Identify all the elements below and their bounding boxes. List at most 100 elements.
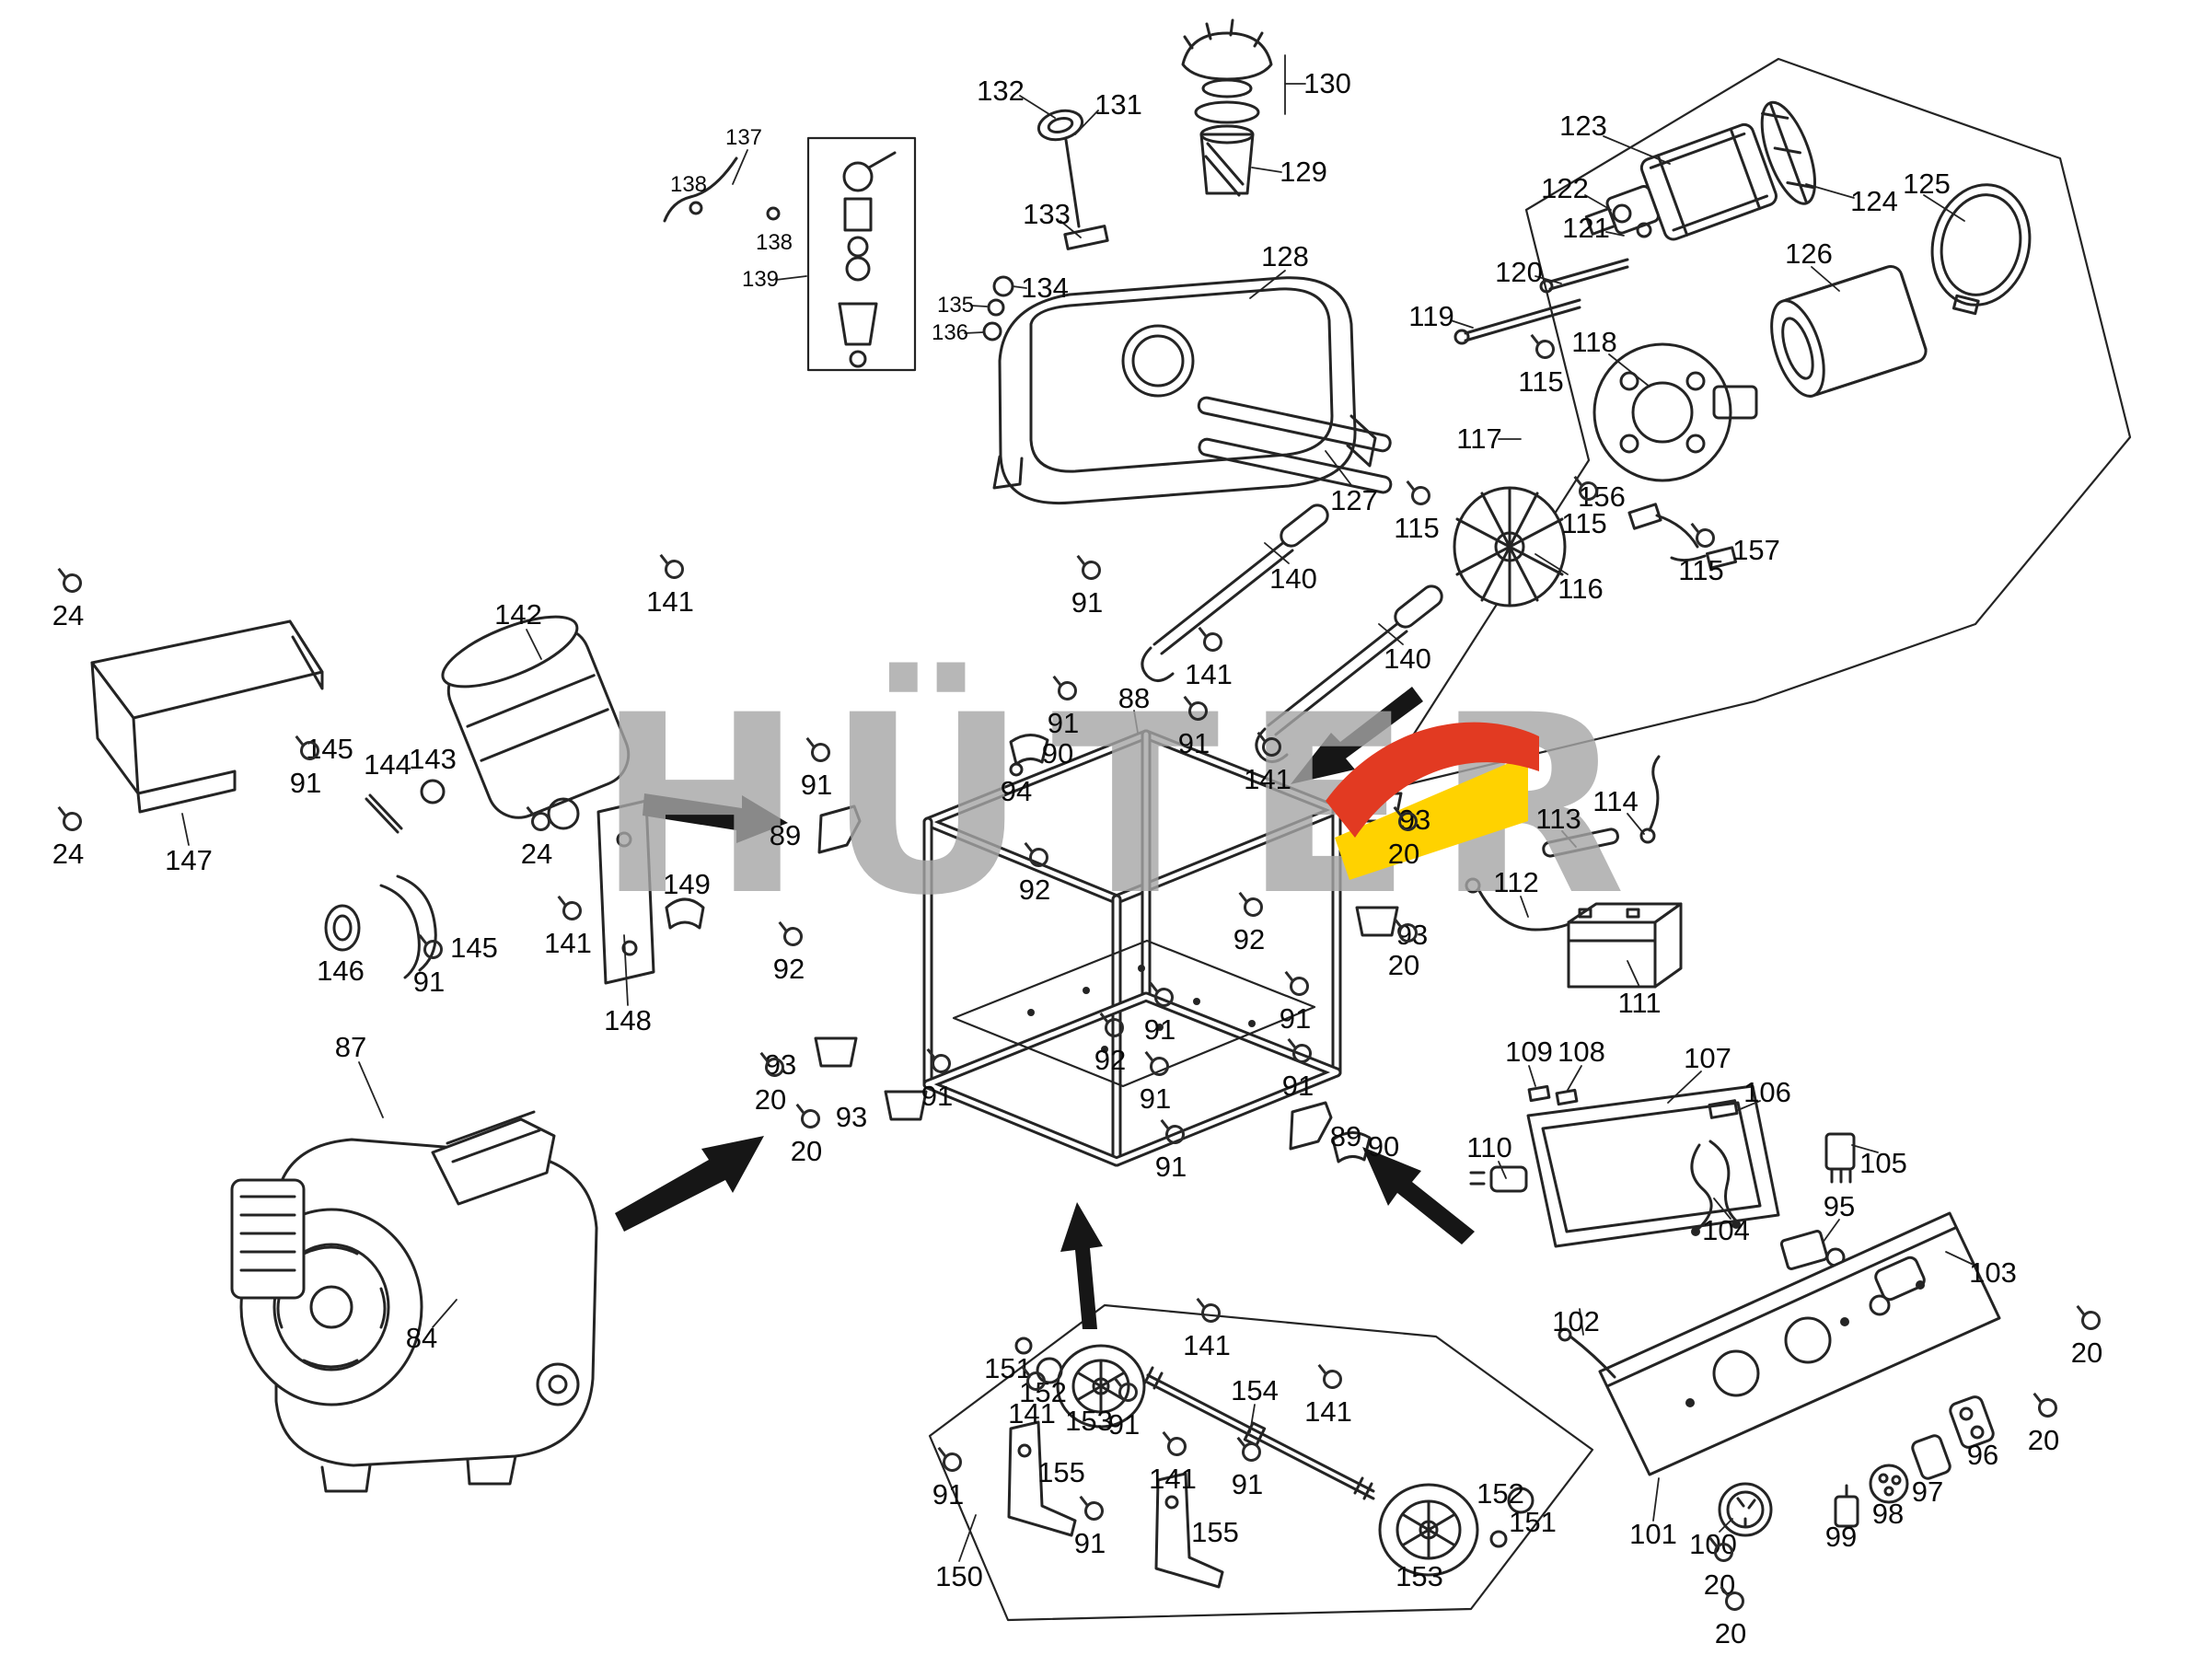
fuel-hose-drawing	[663, 156, 781, 223]
part-label-125: 125	[1903, 168, 1951, 200]
part-label-141: 141	[1008, 1397, 1056, 1429]
brand-logo-swoosh	[1326, 722, 1539, 880]
rear-cover-drawing	[1592, 342, 1758, 482]
part-label-145: 145	[450, 932, 498, 964]
part-label-106: 106	[1743, 1076, 1791, 1108]
part-label-142: 142	[494, 598, 542, 631]
fastener-icon	[1161, 1120, 1189, 1149]
part-label-141: 141	[544, 927, 592, 959]
part-label-91: 91	[800, 769, 833, 801]
part-label-92: 92	[1233, 923, 1266, 955]
fastener-icon	[1288, 1039, 1316, 1068]
part-label-91: 91	[932, 1478, 965, 1510]
fastener-icon	[1053, 677, 1082, 705]
fuel-gauge-drawing	[982, 109, 1109, 341]
charge-wires-drawing	[1627, 503, 1738, 570]
muffler-drawing	[441, 615, 631, 830]
part-label-87: 87	[334, 1031, 367, 1063]
part-label-141: 141	[1185, 658, 1233, 690]
part-label-24: 24	[52, 838, 85, 870]
part-label-107: 107	[1684, 1042, 1731, 1074]
fastener-icon	[1318, 1365, 1347, 1394]
part-label-96: 96	[1966, 1439, 1999, 1471]
muffler-bracket-drawing	[596, 799, 705, 985]
fastener-icon	[938, 1448, 967, 1476]
stator-drawing	[1770, 265, 1928, 398]
part-label-97: 97	[1911, 1476, 1944, 1508]
fastener-icon	[1239, 893, 1268, 921]
part-label-91: 91	[1154, 1151, 1187, 1183]
part-label-90: 90	[1041, 737, 1074, 770]
part-label-151: 151	[1509, 1506, 1557, 1538]
part-label-91: 91	[1177, 727, 1210, 759]
part-label-146: 146	[317, 955, 365, 987]
part-label-114: 114	[1592, 785, 1639, 817]
part-label-93: 93	[835, 1101, 868, 1133]
part-label-135: 135	[936, 293, 975, 318]
part-label-91: 91	[412, 966, 446, 998]
part-label-115: 115	[1678, 554, 1724, 586]
part-label-20: 20	[754, 1083, 787, 1116]
fastener-icon	[796, 1105, 825, 1133]
part-label-120: 120	[1495, 256, 1543, 288]
part-label-20: 20	[2027, 1424, 2060, 1456]
fastener-icon	[660, 555, 689, 584]
fastener-icon	[1531, 335, 1559, 364]
part-label-141: 141	[646, 585, 694, 618]
fastener-icon	[527, 807, 555, 836]
part-label-126: 126	[1785, 237, 1833, 270]
part-label-141: 141	[1183, 1329, 1231, 1361]
fastener-icon	[1163, 1432, 1191, 1461]
fan-drawing	[1453, 486, 1567, 608]
part-label-115: 115	[1561, 507, 1607, 539]
part-label-92: 92	[1018, 874, 1051, 906]
battery-drawing	[1567, 902, 1683, 989]
panel-wire-drawing	[1558, 1327, 1616, 1379]
part-label-148: 148	[604, 1004, 652, 1036]
part-label-155: 155	[1191, 1516, 1239, 1548]
fastener-icon	[1184, 697, 1212, 725]
part-label-110: 110	[1466, 1131, 1512, 1163]
fastener-icon	[58, 807, 87, 836]
part-label-143: 143	[409, 743, 457, 775]
fastener-icon	[779, 922, 807, 951]
fastener-icon	[1199, 628, 1227, 656]
part-label-152: 152	[1477, 1477, 1524, 1510]
part-label-115: 115	[1518, 365, 1564, 398]
fastener-icon	[1257, 733, 1286, 761]
part-label-137: 137	[724, 125, 763, 150]
fastener-icon	[1150, 983, 1178, 1012]
part-label-119: 119	[1408, 300, 1454, 332]
part-label-116: 116	[1558, 573, 1604, 605]
part-label-91: 91	[921, 1080, 954, 1112]
part-label-115: 115	[1394, 512, 1440, 544]
part-label-20: 20	[790, 1135, 823, 1167]
part-label-118: 118	[1571, 326, 1617, 358]
fastener-icon	[2033, 1394, 2062, 1422]
part-label-20: 20	[1387, 949, 1420, 981]
part-label-20: 20	[2070, 1337, 2103, 1369]
fuel-tank-drawing	[992, 276, 1377, 505]
part-label-91: 91	[1281, 1070, 1314, 1102]
part-label-133: 133	[1023, 198, 1071, 230]
part-label-123: 123	[1559, 110, 1607, 142]
part-label-138: 138	[755, 230, 793, 255]
fastener-icon	[1407, 481, 1435, 510]
part-label-94: 94	[1000, 775, 1033, 807]
part-label-128: 128	[1261, 240, 1309, 272]
direction-arrows	[615, 687, 1475, 1329]
fastener-icon	[1077, 556, 1106, 584]
part-label-147: 147	[165, 844, 213, 876]
part-label-24: 24	[520, 838, 553, 870]
part-label-95: 95	[1823, 1190, 1856, 1222]
fastener-icon	[1025, 843, 1053, 872]
part-label-157: 157	[1732, 534, 1780, 566]
part-label-127: 127	[1330, 484, 1378, 516]
exhaust-parts-drawing	[324, 779, 446, 979]
fastener-icon	[1080, 1497, 1108, 1525]
part-label-98: 98	[1871, 1498, 1905, 1530]
part-label-104: 104	[1702, 1214, 1750, 1246]
part-label-92: 92	[1094, 1044, 1127, 1076]
part-label-144: 144	[364, 748, 411, 781]
